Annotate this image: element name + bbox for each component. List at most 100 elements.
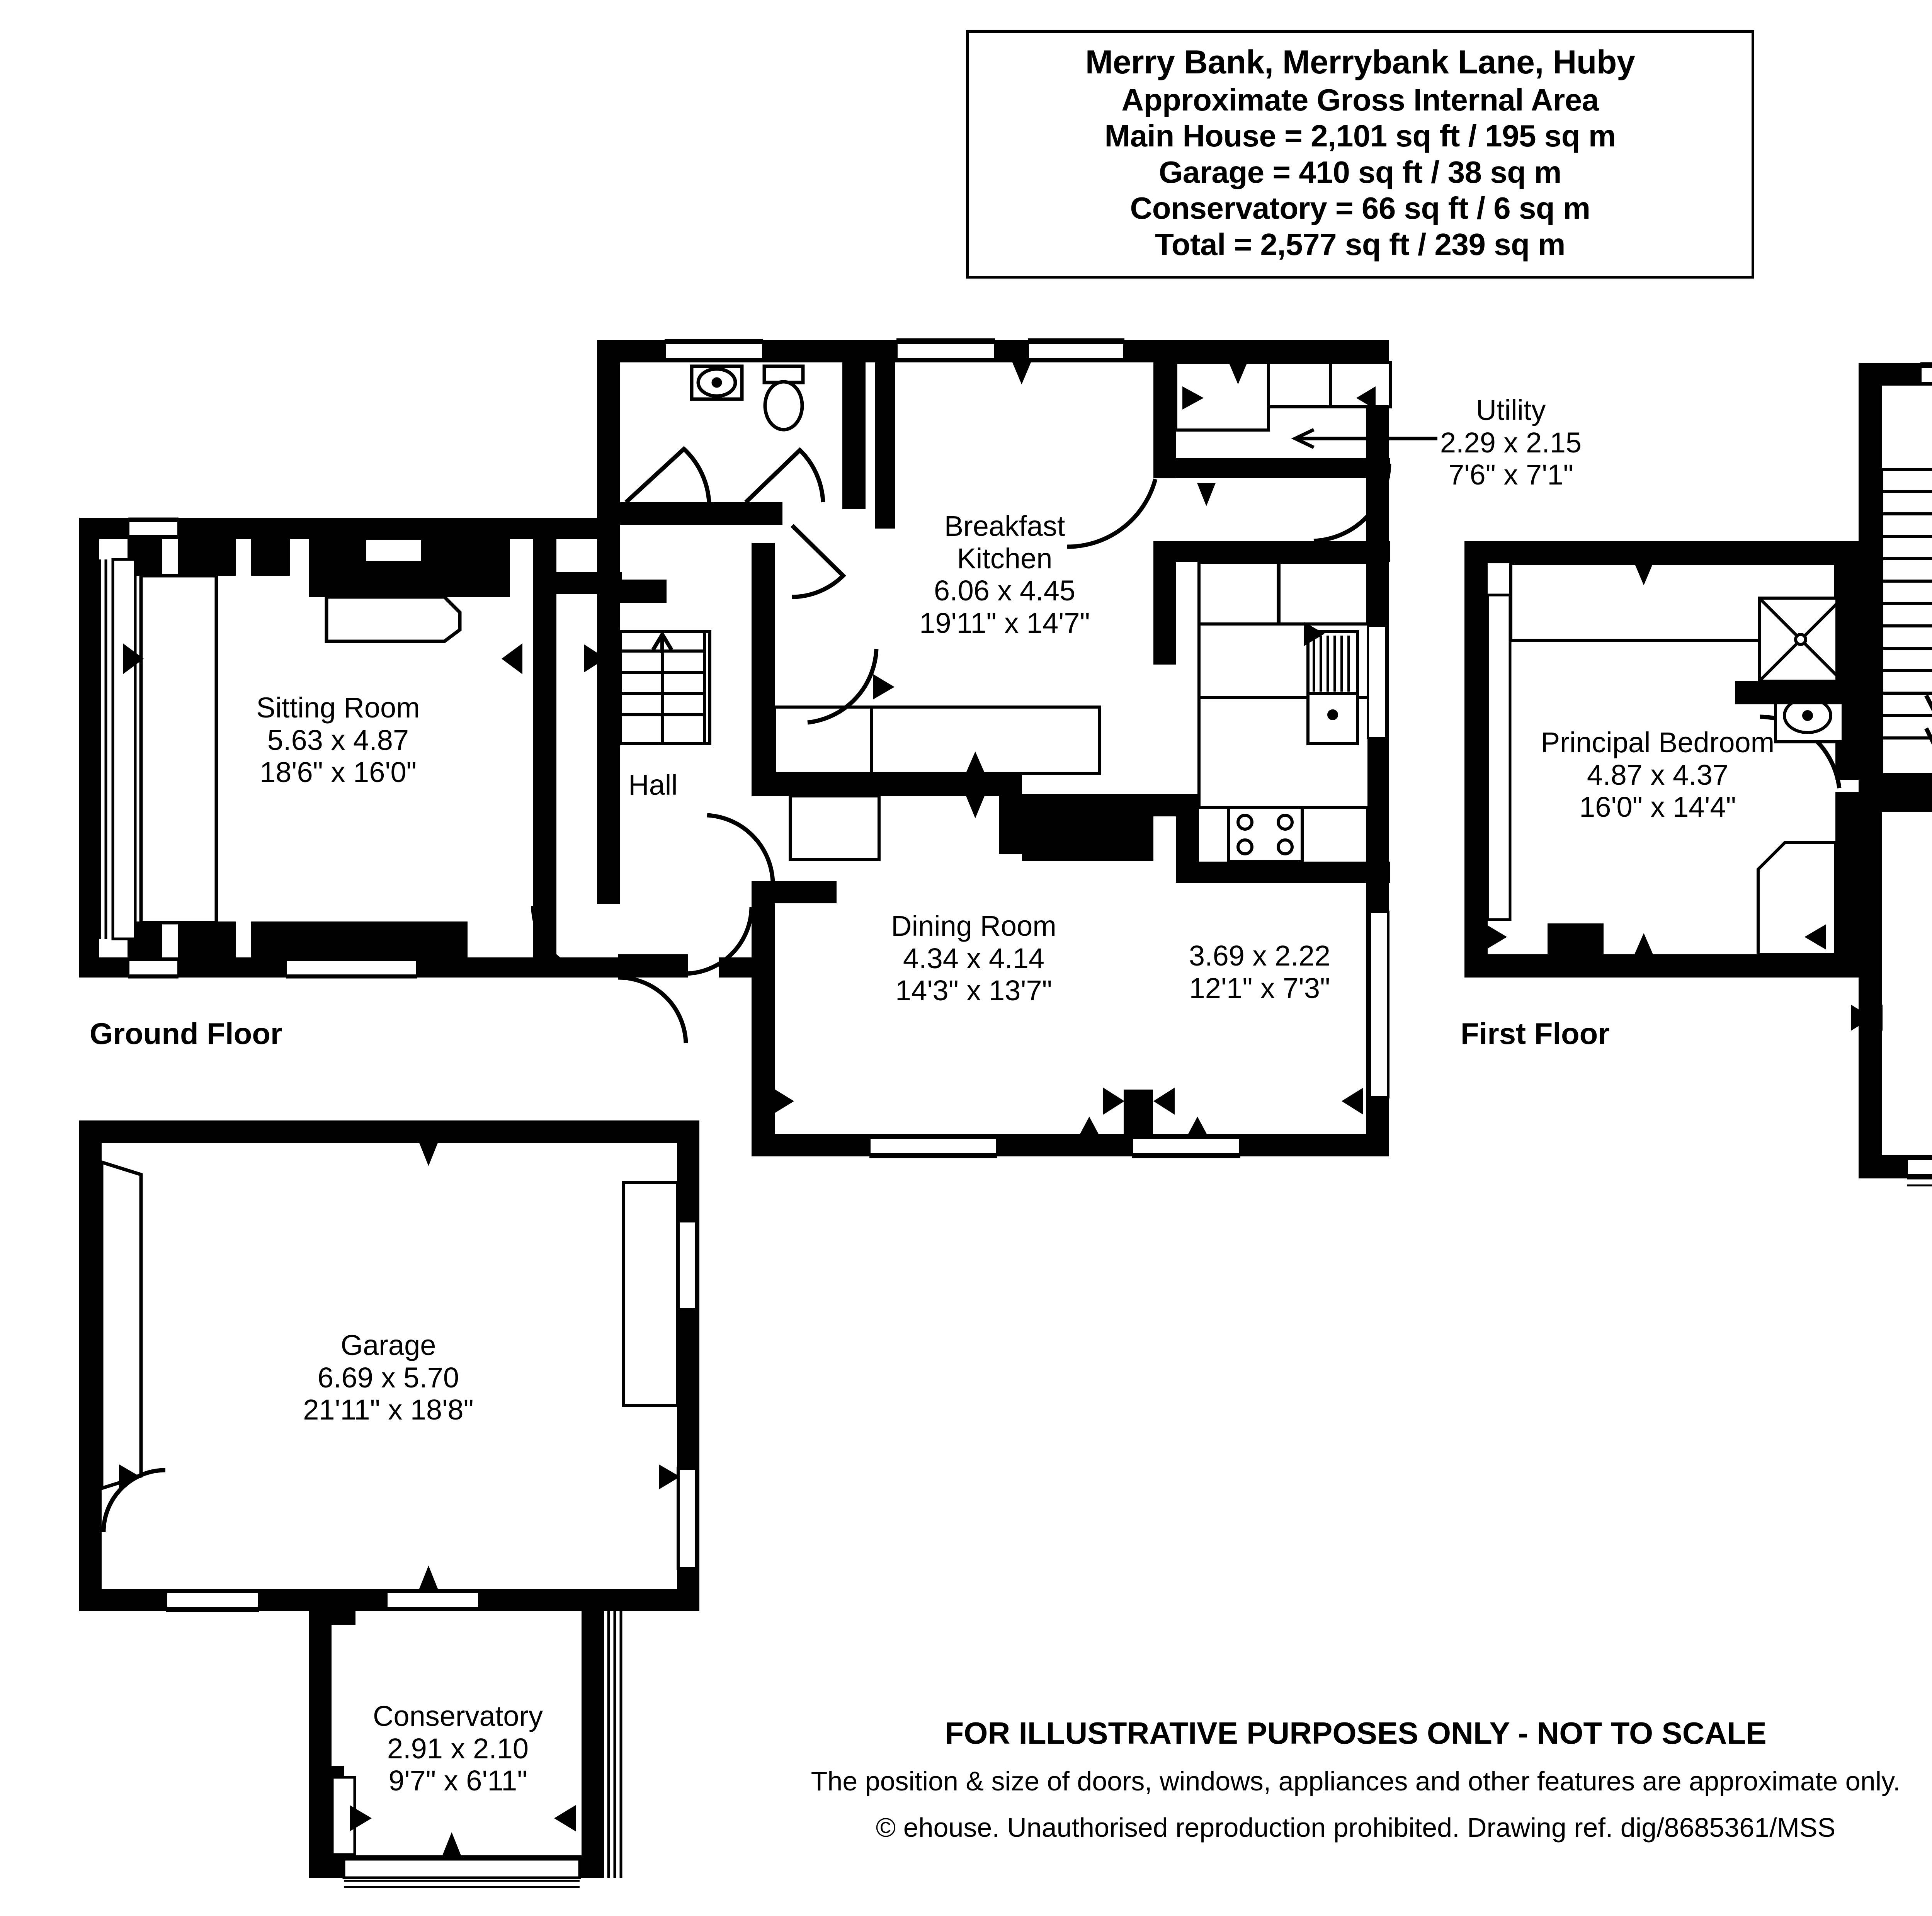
principal-bedroom-window <box>1475 593 1512 921</box>
area-subtitle: Approximate Gross Internal Area <box>1121 82 1599 117</box>
bedroom4-name: Bedroom 4 <box>1886 908 1932 940</box>
kitchen-door-swings <box>807 478 1158 725</box>
unnamed-room-metric: 3.69 x 2.22 <box>1189 940 1331 972</box>
kitchen-hob <box>1227 806 1304 863</box>
conservatory-glazing <box>607 1611 622 1878</box>
floor-label-first: First Floor <box>1461 1017 1610 1051</box>
dining-room-metric: 4.34 x 4.14 <box>903 942 1045 974</box>
utility-leader <box>1291 428 1437 449</box>
garage-conservatory-link <box>309 1611 355 1625</box>
kitchen-name-line2: Kitchen <box>957 542 1053 575</box>
conservatory-arrows <box>350 1805 576 1855</box>
kitchen-arrows <box>873 362 1325 883</box>
landing-window <box>1919 366 1932 384</box>
principal-bedroom-imperial: 16'0" x 14'4" <box>1579 791 1736 823</box>
sitting-room-bay-window <box>92 558 137 940</box>
sitting-room-bay-recess <box>139 539 218 958</box>
kitchen-sink <box>1306 630 1359 745</box>
floor-label-ground: Ground Floor <box>90 1017 282 1051</box>
wc-door-swing <box>624 446 846 599</box>
room-label-hall: Hall <box>591 769 715 801</box>
first-floor-landing-walls <box>1859 363 1932 788</box>
conservatory-metric: 2.91 x 2.10 <box>387 1732 529 1765</box>
kitchen-metric: 6.06 x 4.45 <box>934 575 1076 607</box>
dining-room-name: Dining Room <box>891 910 1056 942</box>
kitchen-walls <box>752 340 1390 885</box>
garage-metric: 6.69 x 5.70 <box>317 1361 459 1394</box>
stair-down-arrow <box>1924 694 1932 745</box>
title-block: Merry Bank, Merrybank Lane, Huby Approxi… <box>966 30 1754 279</box>
room-label-bedroom-4: Bedroom 4 3.79 x 2.74 12'5" x 9'0" <box>1886 908 1932 1005</box>
dining-room-windows <box>868 911 1389 1155</box>
kitchen-windows <box>895 342 1126 360</box>
room-label-unnamed-room: 3.69 x 2.22 12'1" x 7'3" <box>1132 940 1387 1004</box>
footer-copyright: © ehouse. Unauthorised reproduction proh… <box>876 1812 1836 1843</box>
utility-door-swing <box>1313 463 1391 543</box>
kitchen-right-window <box>1367 625 1388 739</box>
sitting-room-name: Sitting Room <box>256 692 420 724</box>
bedroom4-arrows <box>1851 1005 1883 1031</box>
stair-up-arrow <box>651 631 673 653</box>
room-label-utility: Utility 2.29 x 2.15 7'6" x 7'1" <box>1391 394 1631 491</box>
area-total: Total = 2,577 sq ft / 239 sq m <box>1155 227 1565 262</box>
utility-metric: 2.29 x 2.15 <box>1440 426 1582 459</box>
room-label-garage: Garage 6.69 x 5.70 21'11" x 18'8" <box>232 1329 545 1426</box>
property-title: Merry Bank, Merrybank Lane, Huby <box>1085 44 1635 81</box>
sitting-room-metric: 5.63 x 4.87 <box>267 724 409 756</box>
wc-toilet <box>762 364 805 432</box>
wc-window <box>663 342 764 360</box>
footer-disclaimer-detail: The position & size of doors, windows, a… <box>811 1766 1901 1796</box>
area-conservatory: Conservatory = 66 sq ft / 6 sq m <box>1130 191 1590 226</box>
kitchen-imperial: 19'11" x 14'7" <box>919 607 1090 639</box>
garage-windows <box>622 1181 698 1570</box>
garage-side-door <box>101 1468 166 1532</box>
hall-name: Hall <box>628 769 678 801</box>
window-hatch-lines <box>128 517 417 979</box>
area-main-house: Main House = 2,101 sq ft / 195 sq m <box>1104 119 1616 153</box>
unnamed-room-imperial: 12'1" x 7'3" <box>1189 972 1330 1004</box>
garage-plan <box>79 1120 699 1888</box>
utility-imperial: 7'6" x 7'1" <box>1448 459 1573 491</box>
utility-arrows <box>1182 362 1376 410</box>
bedroom4-imperial: 12'5" x 9'0" <box>1886 972 1932 1005</box>
hall-lower-wall <box>618 954 752 978</box>
bedroom4-metric: 3.79 x 2.74 <box>1886 940 1932 973</box>
ground-floor-plan <box>79 338 1437 1158</box>
room-label-principal-bedroom: Principal Bedroom 4.87 x 4.37 16'0" x 14… <box>1480 726 1835 823</box>
garage-imperial: 21'11" x 18'8" <box>303 1394 474 1426</box>
conservatory-name: Conservatory <box>372 1700 543 1732</box>
kitchen-name-line1: Breakfast <box>944 510 1065 542</box>
first-floor-staircase <box>1880 468 1932 776</box>
room-label-sitting-room: Sitting Room 5.63 x 4.87 18'6" x 16'0" <box>155 692 522 789</box>
utility-name: Utility <box>1476 394 1546 426</box>
dining-room-imperial: 14'3" x 13'7" <box>895 974 1052 1007</box>
conservatory-imperial: 9'7" x 6'11" <box>388 1765 527 1797</box>
dining-door-swing <box>707 813 775 883</box>
room-label-breakfast-kitchen: Breakfast Kitchen 6.06 x 4.45 19'11" x 1… <box>850 510 1159 639</box>
ensuite-walls <box>1735 598 1859 704</box>
footer-disclaimer-main: FOR ILLUSTRATIVE PURPOSES ONLY - NOT TO … <box>945 1716 1767 1750</box>
principal-bedroom-name: Principal Bedroom <box>1541 726 1775 758</box>
principal-bedroom-chimney <box>1757 841 1837 956</box>
wc-basin <box>690 364 744 401</box>
garage-arrows <box>119 1143 680 1589</box>
room-label-conservatory: Conservatory 2.91 x 2.10 9'7" x 6'11" <box>325 1700 591 1797</box>
ensuite-shower <box>1758 597 1844 683</box>
principal-bedroom-arrows <box>1486 563 1872 954</box>
sitting-room-walls <box>79 518 597 978</box>
sitting-room-imperial: 18'6" x 16'0" <box>260 756 417 789</box>
sitting-room-windows <box>127 520 423 977</box>
garage-door <box>100 1159 143 1491</box>
dimension-arrows <box>123 537 522 945</box>
ground-staircase <box>619 630 711 745</box>
principal-bedroom-metric: 4.87 x 4.37 <box>1587 758 1729 791</box>
garage-bottom-windows <box>165 1591 480 1609</box>
dining-room-arrows <box>772 1088 1363 1135</box>
garage-side-door-jamb <box>79 1464 102 1532</box>
ground-wc <box>620 340 867 525</box>
bedroom4-window <box>1906 1158 1932 1176</box>
hall-openings <box>531 906 754 1044</box>
utility-units <box>1174 361 1392 432</box>
